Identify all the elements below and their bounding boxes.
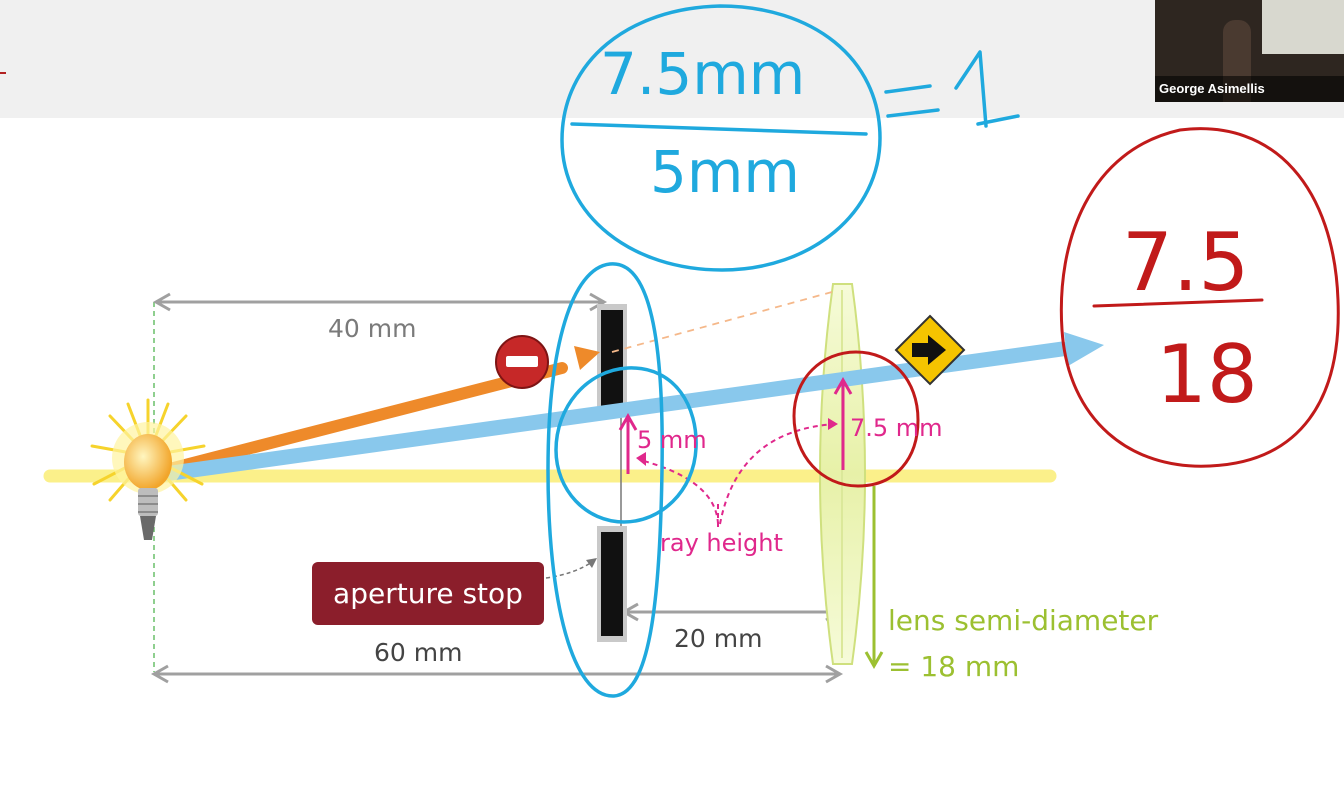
projector-screen: [1262, 0, 1344, 54]
blocked-sign-icon: [495, 335, 549, 389]
label-ray-height: ray height: [660, 529, 783, 557]
aperture-stop-label: aperture stop: [312, 562, 544, 625]
blue-ray: [142, 341, 1070, 484]
label-5mm: 5 mm: [637, 426, 707, 454]
dimension-40mm-arrow: [152, 292, 608, 312]
blue-ink-circle-ray: [554, 366, 698, 524]
lens-semidiameter-arrow: [864, 486, 884, 670]
blue-ink-circle-aperture: [546, 262, 664, 698]
orange-ray-extension: [611, 291, 833, 353]
label-lens-value: = 18 mm: [888, 650, 1020, 683]
blue-ink-annotations: [546, 4, 1020, 698]
red-ink-numerator: 7.5: [1122, 216, 1249, 309]
blue-ray-arrowhead: [1064, 332, 1104, 366]
dimension-60mm-arrow: [150, 664, 844, 684]
orange-ray: [144, 362, 568, 480]
red-ink-circle-large: [1059, 127, 1340, 468]
ray-height-5mm-arrow: [618, 412, 638, 474]
label-20mm: 20 mm: [674, 624, 763, 653]
blue-ink-numerator: 7.5mm: [600, 40, 805, 108]
ray-height-dashed-pointers: [639, 423, 837, 528]
slide-header-band: [0, 0, 1344, 118]
label-7-5mm: 7.5 mm: [850, 414, 943, 442]
header-red-mark: [0, 72, 6, 74]
red-ink-annotations: [792, 127, 1340, 488]
light-bulb-icon: [90, 398, 206, 540]
ray-height-7-5mm-arrow: [833, 376, 853, 470]
label-lens-semidiameter: lens semi-diameter: [888, 604, 1159, 637]
blue-ink-denominator: 5mm: [650, 138, 800, 206]
arrow-road-sign-icon: [894, 314, 966, 386]
label-60mm: 60 mm: [374, 638, 463, 667]
red-ink-denominator: 18: [1156, 328, 1258, 421]
red-ink-circle-lens: [792, 350, 920, 488]
participant-name: George Asimellis: [1155, 76, 1344, 102]
orange-ray-arrowhead: [574, 346, 600, 370]
blue-ink-circle-large: [560, 4, 882, 272]
aperture-stop-pointer: [545, 561, 593, 579]
label-40mm: 40 mm: [328, 314, 417, 343]
dimension-20mm-arrow: [620, 602, 844, 622]
participant-video-tile[interactable]: George Asimellis: [1155, 0, 1344, 102]
